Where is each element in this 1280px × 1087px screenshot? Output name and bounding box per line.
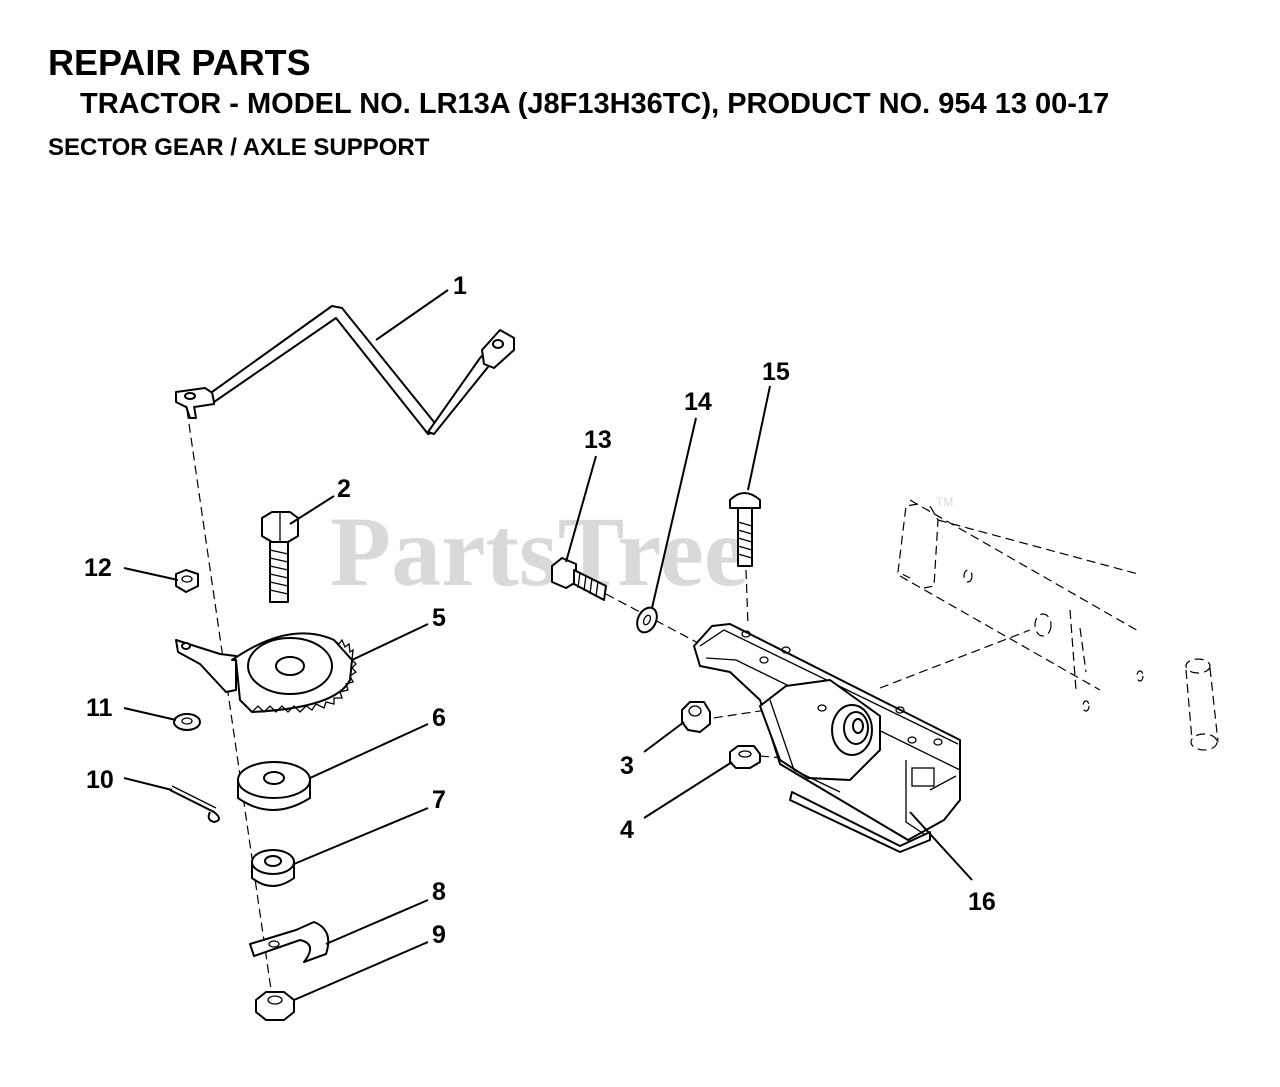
callout-1: 1 [453,272,467,300]
bearing-nut-part[interactable] [251,849,295,887]
callout-5: 5 [432,604,446,632]
nut-4-part[interactable] [729,745,761,769]
bolt-15-alignment [745,569,749,627]
callout-11: 11 [86,694,113,722]
hex-nut-9-part[interactable] [255,991,295,1021]
callout-15: 15 [762,358,790,386]
callout-8: 8 [432,878,446,906]
carriage-bolt-part[interactable] [729,492,761,567]
callout-13: 13 [584,426,612,454]
callout-7: 7 [432,786,446,814]
assembly-centerline [186,409,275,1011]
nut-3-part[interactable] [681,701,711,733]
callout-12: 12 [84,554,112,582]
hex-bolt-part[interactable] [261,511,299,603]
drag-link-part[interactable] [175,305,515,435]
callout-9: 9 [432,921,446,949]
model-line: TRACTOR - MODEL NO. LR13A (J8F13H36TC), … [80,88,1110,120]
callout-16: 16 [968,888,996,916]
section-title: SECTOR GEAR / AXLE SUPPORT [48,134,430,161]
callout-6: 6 [432,704,446,732]
washer-14-part[interactable] [633,604,660,635]
leader-lines [123,289,973,1001]
callout-14: 14 [684,388,712,416]
callout-3: 3 [620,752,634,780]
callout-2: 2 [337,475,351,503]
cotter-pin-part[interactable] [169,785,220,823]
bolt-13-part[interactable] [551,557,607,601]
front-axle-phantom [879,499,1219,751]
callout-10: 10 [86,766,114,794]
spacer-part[interactable] [237,761,311,811]
bolt-13-alignment [605,593,701,645]
watermark-text: PartsTree [330,496,748,607]
axle-support-part[interactable] [693,623,961,853]
page-title: REPAIR PARTS [48,42,311,83]
callout-4: 4 [620,816,634,844]
retainer-clip-part[interactable] [249,921,330,963]
nut-12-part[interactable] [175,569,199,593]
watermark-trademark: TM [936,495,953,509]
sector-gear-part[interactable] [175,632,358,713]
washer-11-part[interactable] [173,713,201,731]
